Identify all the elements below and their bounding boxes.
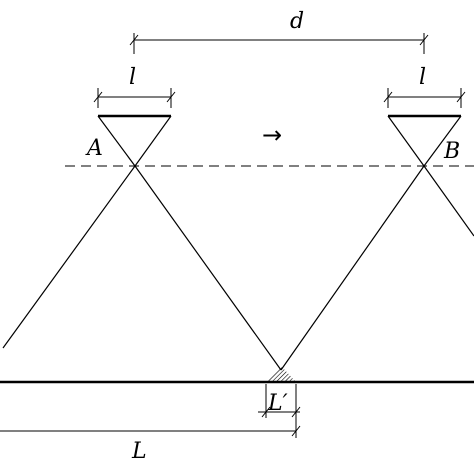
l-right-tick-left xyxy=(383,91,393,103)
l-right-tick-right xyxy=(456,91,466,103)
width-l-left-dimension: l xyxy=(93,65,176,108)
cone-a: A xyxy=(2,114,282,371)
l-tick-right xyxy=(291,425,301,437)
ray-b-left xyxy=(280,165,425,371)
cone-b: B xyxy=(280,114,474,371)
l-prime-label: L′ xyxy=(267,391,288,416)
ray-b-right xyxy=(423,165,474,237)
l-left-tick-right xyxy=(166,91,176,103)
l-left-label: l xyxy=(129,65,136,90)
cone-a-right-side xyxy=(134,115,172,167)
cone-b-right-side xyxy=(423,115,462,167)
l-prime-tick-left xyxy=(261,406,271,418)
d-label: d xyxy=(290,9,304,34)
l-right-label: l xyxy=(419,65,426,90)
distance-d-dimension: d xyxy=(129,9,429,54)
cone-a-left-side xyxy=(97,115,136,167)
d-tick-right xyxy=(419,34,429,46)
l-label: L xyxy=(131,439,147,464)
overlap-l-prime-dimension: L′ xyxy=(258,384,301,438)
width-l-right-dimension: l xyxy=(383,65,466,108)
l-left-tick-left xyxy=(93,91,103,103)
label-a: A xyxy=(85,136,103,161)
length-l-dimension: L xyxy=(0,425,301,464)
overlap-hatched-region xyxy=(266,366,296,382)
label-b: B xyxy=(443,139,460,164)
ray-a-right xyxy=(134,165,282,371)
l-prime-tick-right xyxy=(291,406,301,418)
cone-b-left-side xyxy=(387,115,425,167)
d-tick-left xyxy=(129,34,139,46)
motion-arrow-icon: → xyxy=(262,121,282,149)
ray-a-left xyxy=(2,165,136,349)
